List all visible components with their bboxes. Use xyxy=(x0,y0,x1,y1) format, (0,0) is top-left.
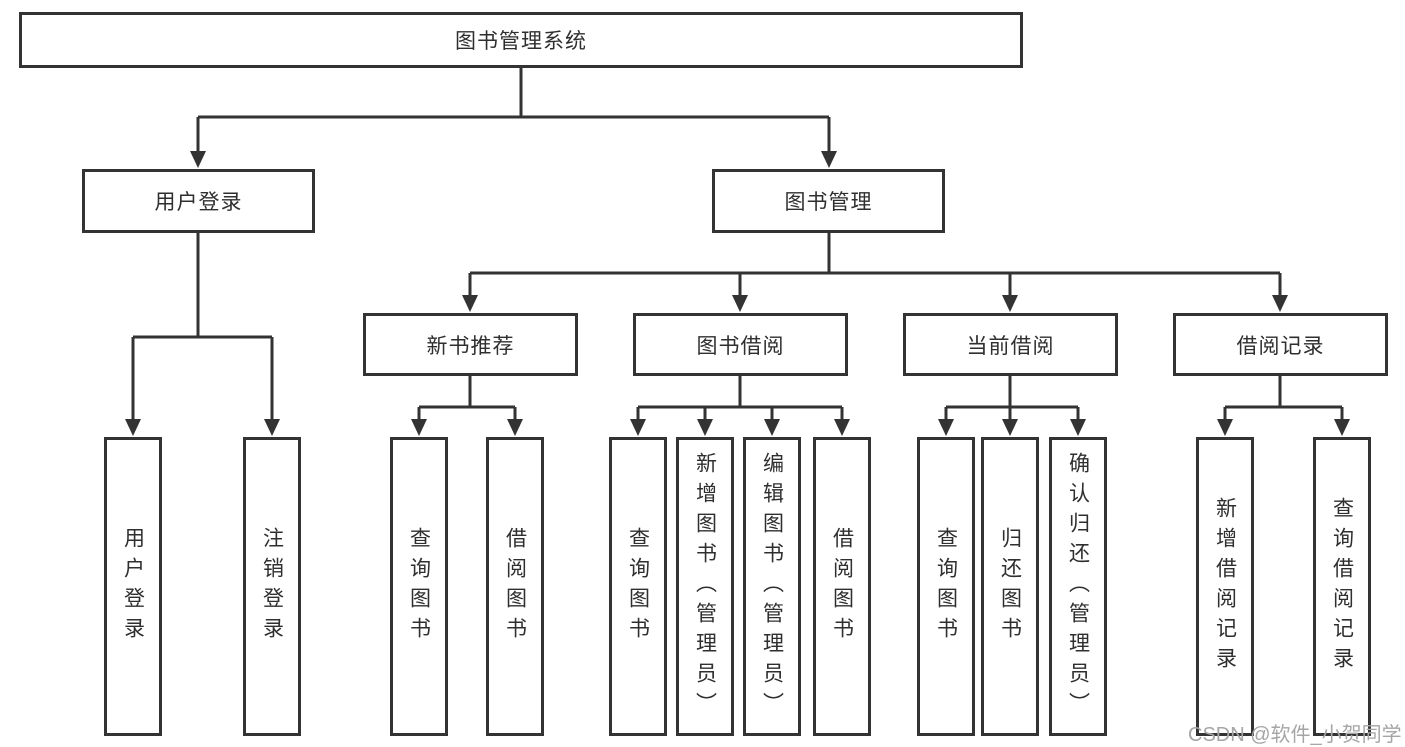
leaf-label: 编辑图书（管理员） xyxy=(760,451,784,722)
leaf-label: 新增借阅记录 xyxy=(1213,496,1237,677)
leaf-label: 借阅图书 xyxy=(830,526,854,647)
node-leaf-confirm-return-admin: 确认归还（管理员） xyxy=(1049,437,1107,736)
arrowhead-icon xyxy=(821,151,837,168)
node-new-book-recommend: 新书推荐 xyxy=(363,313,578,376)
leaf-label: 查询图书 xyxy=(626,526,650,647)
node-book-borrowing: 图书借阅 xyxy=(633,313,848,376)
arrowhead-icon xyxy=(507,419,523,436)
leaf-label: 新增图书（管理员） xyxy=(693,451,717,722)
arrowhead-icon xyxy=(1334,419,1350,436)
node-leaf-query-books-1: 查询图书 xyxy=(390,437,448,736)
node-borrowing-records: 借阅记录 xyxy=(1173,313,1388,376)
node-leaf-add-borrow-record: 新增借阅记录 xyxy=(1196,437,1254,736)
node-leaf-borrow-books-1: 借阅图书 xyxy=(486,437,544,736)
node-leaf-query-books-3: 查询图书 xyxy=(917,437,975,736)
leaf-label: 查询图书 xyxy=(934,526,958,647)
arrowhead-icon xyxy=(697,419,713,436)
arrowhead-icon xyxy=(264,419,280,436)
node-current-borrowing: 当前借阅 xyxy=(903,313,1118,376)
arrowhead-icon xyxy=(190,151,206,168)
arrowhead-icon xyxy=(732,295,748,312)
csdn-watermark: CSDN @软件_小贺同学 xyxy=(1188,724,1402,746)
leaf-label: 确认归还（管理员） xyxy=(1066,451,1090,722)
leaf-label: 查询图书 xyxy=(407,526,431,647)
node-user-login: 用户登录 xyxy=(82,169,315,233)
node-leaf-query-books-2: 查询图书 xyxy=(609,437,667,736)
arrowhead-icon xyxy=(1217,419,1233,436)
node-leaf-user-login: 用户登录 xyxy=(104,437,162,736)
leaf-label: 注销登录 xyxy=(260,526,284,647)
leaf-label: 查询借阅记录 xyxy=(1330,496,1354,677)
node-leaf-edit-books-admin: 编辑图书（管理员） xyxy=(743,437,801,736)
arrowhead-icon xyxy=(764,419,780,436)
leaf-label: 归还图书 xyxy=(998,526,1022,647)
node-root-title: 图书管理系统 xyxy=(19,12,1023,68)
node-book-management: 图书管理 xyxy=(712,169,945,233)
node-leaf-query-borrow-record: 查询借阅记录 xyxy=(1313,437,1371,736)
arrowhead-icon xyxy=(938,419,954,436)
node-leaf-logout: 注销登录 xyxy=(243,437,301,736)
leaf-label: 借阅图书 xyxy=(503,526,527,647)
leaf-label: 用户登录 xyxy=(121,526,145,647)
node-leaf-borrow-books-2: 借阅图书 xyxy=(813,437,871,736)
arrowhead-icon xyxy=(1002,419,1018,436)
arrowhead-icon xyxy=(1070,419,1086,436)
node-leaf-add-books-admin: 新增图书（管理员） xyxy=(676,437,734,736)
arrowhead-icon xyxy=(125,419,141,436)
arrowhead-icon xyxy=(630,419,646,436)
arrowhead-icon xyxy=(411,419,427,436)
arrowhead-icon xyxy=(1002,295,1018,312)
arrowhead-icon xyxy=(462,295,478,312)
arrowhead-icon xyxy=(834,419,850,436)
node-leaf-return-books: 归还图书 xyxy=(981,437,1039,736)
arrowhead-icon xyxy=(1272,295,1288,312)
